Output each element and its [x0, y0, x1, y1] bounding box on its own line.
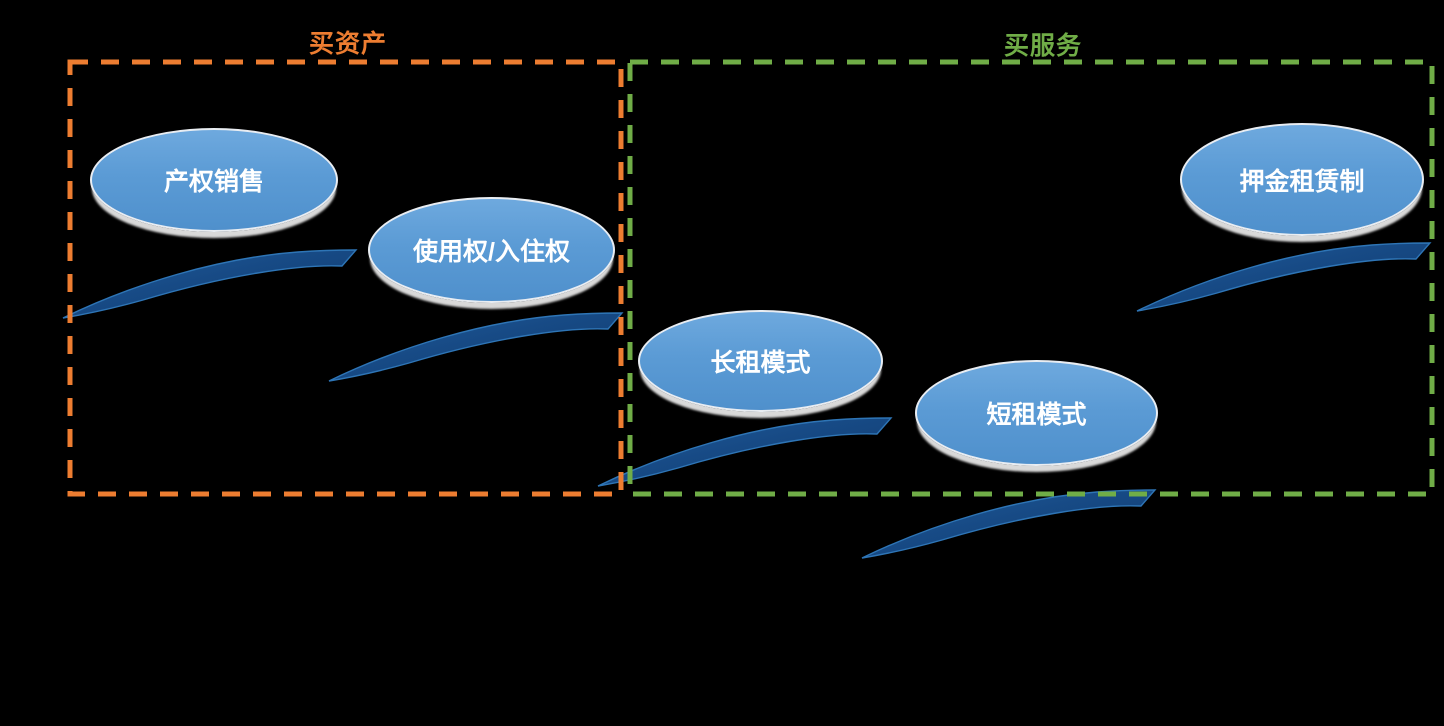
- node-ellipse-long-rent-model: 长租模式: [638, 310, 883, 412]
- node-label-usage-occupancy-right: 使用权/入住权: [413, 238, 570, 266]
- swoosh-arc-under-short-rent: [861, 489, 1156, 559]
- node-ellipse-usage-occupancy-right: 使用权/入住权: [368, 197, 615, 303]
- buy-service-group-label: 买服务: [1003, 32, 1083, 60]
- node-ellipse-deposit-lease-system: 押金租赁制: [1180, 123, 1424, 236]
- node-label-property-rights-sale: 产权销售: [163, 168, 264, 196]
- swoosh-arc-under-long-rent: [597, 417, 892, 487]
- swoosh-arc-under-usage-right: [328, 312, 623, 382]
- node-ellipse-property-rights-sale: 产权销售: [90, 128, 338, 232]
- node-label-short-rent-model: 短租模式: [986, 401, 1087, 429]
- swoosh-arc-under-deposit-lease: [1136, 242, 1431, 312]
- node-ellipse-short-rent-model: 短租模式: [915, 360, 1158, 466]
- node-label-deposit-lease-system: 押金租赁制: [1239, 167, 1365, 196]
- buy-asset-group-box: [67, 59, 624, 497]
- node-label-long-rent-model: 长租模式: [710, 349, 811, 377]
- buy-asset-group-label: 买资产: [308, 30, 388, 58]
- swoosh-arc-under-property-sale: [62, 249, 357, 319]
